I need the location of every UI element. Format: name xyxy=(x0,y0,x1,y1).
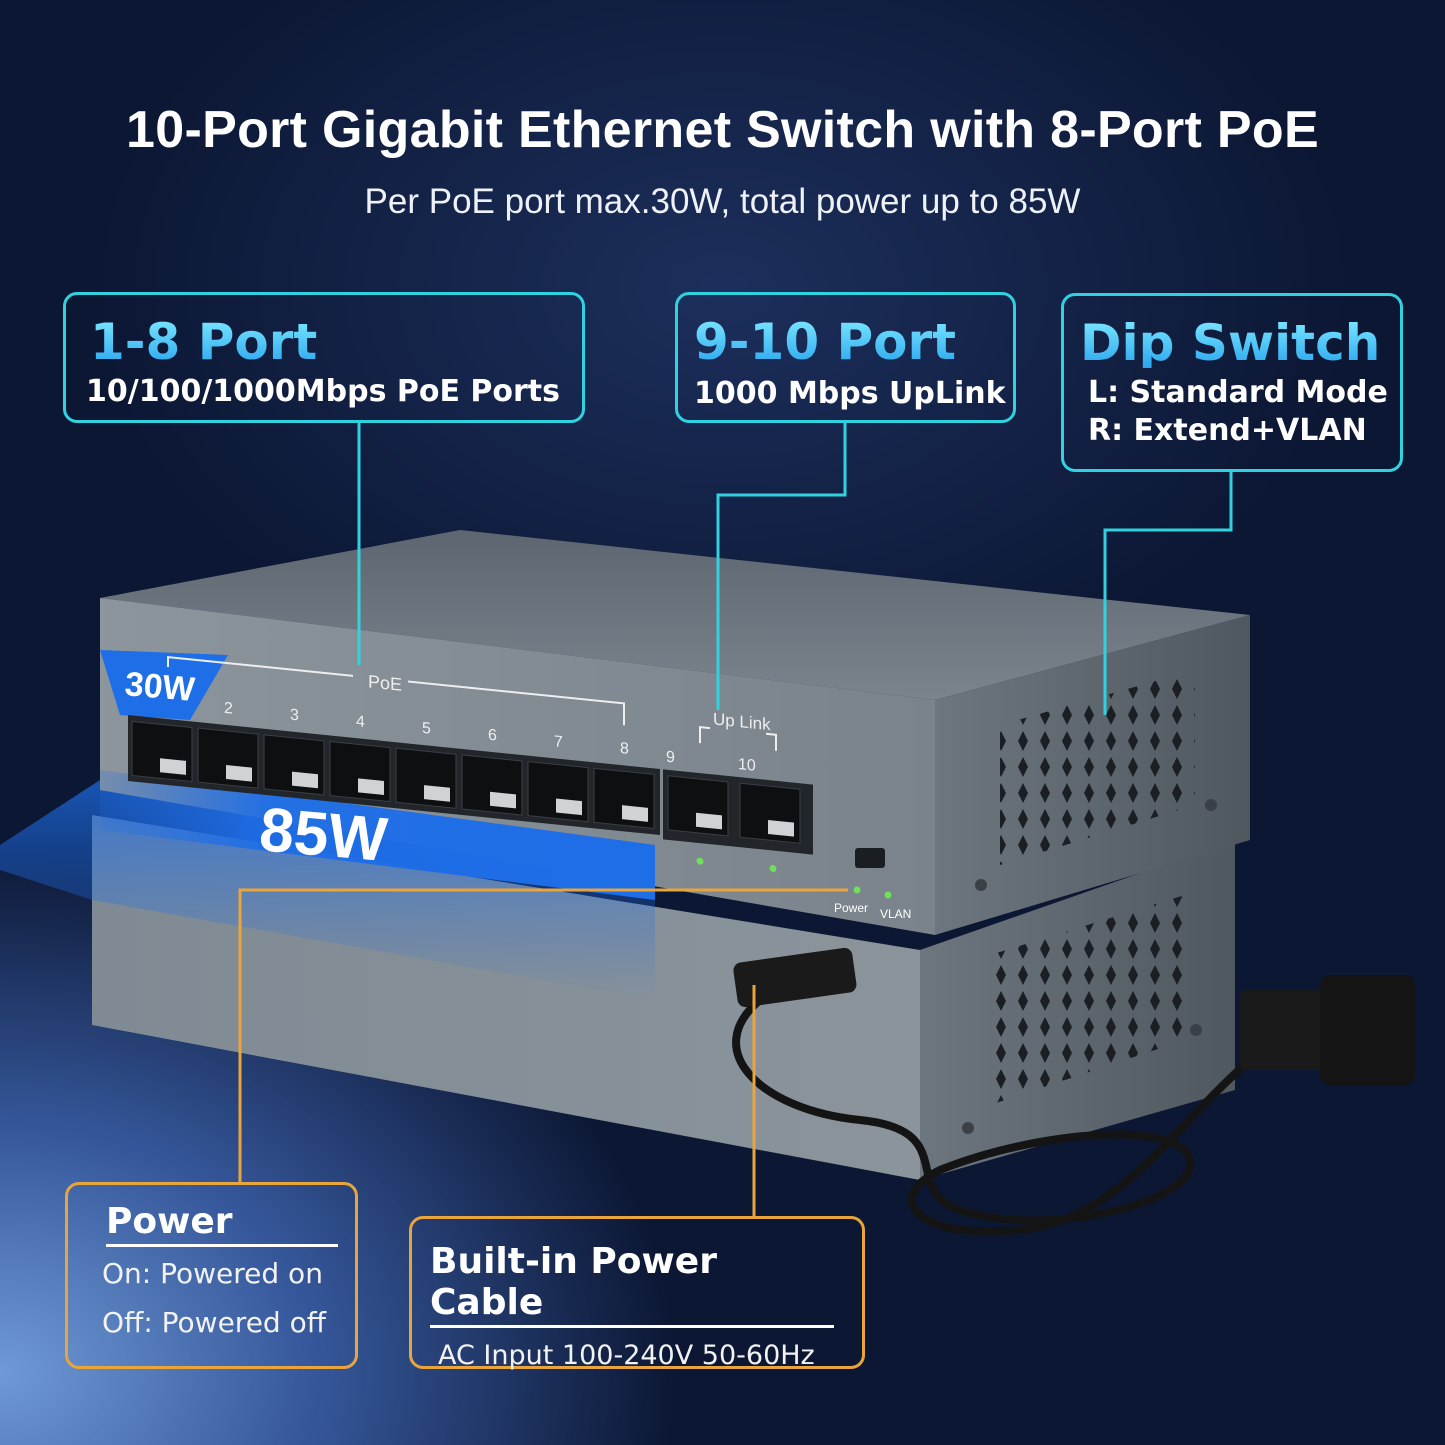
total-power-label: 85W xyxy=(257,795,390,875)
screw xyxy=(962,1122,974,1134)
port-pins xyxy=(768,820,794,837)
poe-label: PoE xyxy=(368,671,402,694)
power-led-label: Power xyxy=(834,901,868,915)
callout-heading: Dip Switch xyxy=(1080,318,1400,368)
dip-switch[interactable] xyxy=(855,848,885,868)
vlan-led xyxy=(884,891,892,899)
callout-line: R: Extend+VLAN xyxy=(1088,413,1367,448)
port-pins xyxy=(490,791,516,809)
port-number-label: 8 xyxy=(620,739,629,758)
lower-vent xyxy=(990,895,1185,1105)
port-pins xyxy=(358,778,384,796)
port-number-label: 10 xyxy=(738,755,756,775)
callout-power-cable: Built-in Power Cable AC Input 100-240V 5… xyxy=(409,1216,865,1371)
port-pins xyxy=(226,764,252,782)
upper-vent xyxy=(1000,670,1195,865)
page-subtitle: Per PoE port max.30W, total power up to … xyxy=(364,182,1081,221)
leader-line-power xyxy=(238,888,848,1182)
screw xyxy=(1190,1024,1202,1036)
page-title: 10-Port Gigabit Ethernet Switch with 8-P… xyxy=(126,101,1319,159)
vlan-led-label: VLAN xyxy=(880,907,911,921)
callout-poe-ports: 1-8 Port 10/100/1000Mbps PoE Ports xyxy=(63,292,585,423)
port-pins xyxy=(696,812,722,830)
port-pins xyxy=(622,805,648,822)
uplink-bracket xyxy=(699,726,710,744)
uplink-bracket-right xyxy=(766,732,777,751)
callout-heading: Built-in Power Cable xyxy=(430,1241,834,1328)
power-led xyxy=(853,886,861,894)
blue-tag-30w xyxy=(100,650,228,720)
callout-text: AC Input 100-240V 50-60Hz xyxy=(438,1340,815,1371)
leader-line-dip xyxy=(1103,472,1233,715)
poe-bracket xyxy=(167,655,353,677)
port-pins xyxy=(556,798,582,816)
port-number-label: 9 xyxy=(666,748,675,767)
per-port-power-label: 30W xyxy=(123,665,197,709)
callout-text: 10/100/1000Mbps PoE Ports xyxy=(86,374,561,409)
callout-power: Power On: Powered on Off: Powered off xyxy=(65,1182,358,1369)
port-number-label: 3 xyxy=(290,705,299,724)
callout-line: L: Standard Mode xyxy=(1088,375,1388,410)
screw xyxy=(1205,799,1217,811)
port-number-label: 5 xyxy=(422,719,431,738)
callout-line: On: Powered on xyxy=(102,1257,323,1290)
callout-heading: Power xyxy=(106,1201,338,1247)
port-number-label: 2 xyxy=(224,699,233,718)
port-pins xyxy=(292,771,318,789)
port-number-label: 4 xyxy=(356,712,365,731)
port-pins xyxy=(424,785,450,802)
power-cable xyxy=(732,947,1415,1236)
poe-bracket-right xyxy=(408,680,625,726)
ports-1-8-block xyxy=(128,715,660,836)
screw xyxy=(975,879,987,891)
blue-band-85w xyxy=(100,770,655,900)
leader-line-uplink xyxy=(716,423,847,710)
callout-heading: 1-8 Port xyxy=(90,317,582,367)
port-pins xyxy=(160,758,186,775)
callout-uplink: 9-10 Port 1000 Mbps UpLink xyxy=(675,292,1016,423)
callout-heading: 9-10 Port xyxy=(694,317,1013,367)
callout-line: Off: Powered off xyxy=(102,1306,327,1339)
callout-text: 1000 Mbps UpLink xyxy=(694,376,1006,411)
callout-dip-switch: Dip Switch L: Standard Mode R: Extend+VL… xyxy=(1061,293,1403,472)
port-number-label: 6 xyxy=(488,726,497,745)
uplink-led-9 xyxy=(696,857,704,865)
uplink-led-10 xyxy=(769,864,777,873)
port-number-label: 7 xyxy=(554,732,563,751)
upper-unit-top xyxy=(100,530,1250,700)
